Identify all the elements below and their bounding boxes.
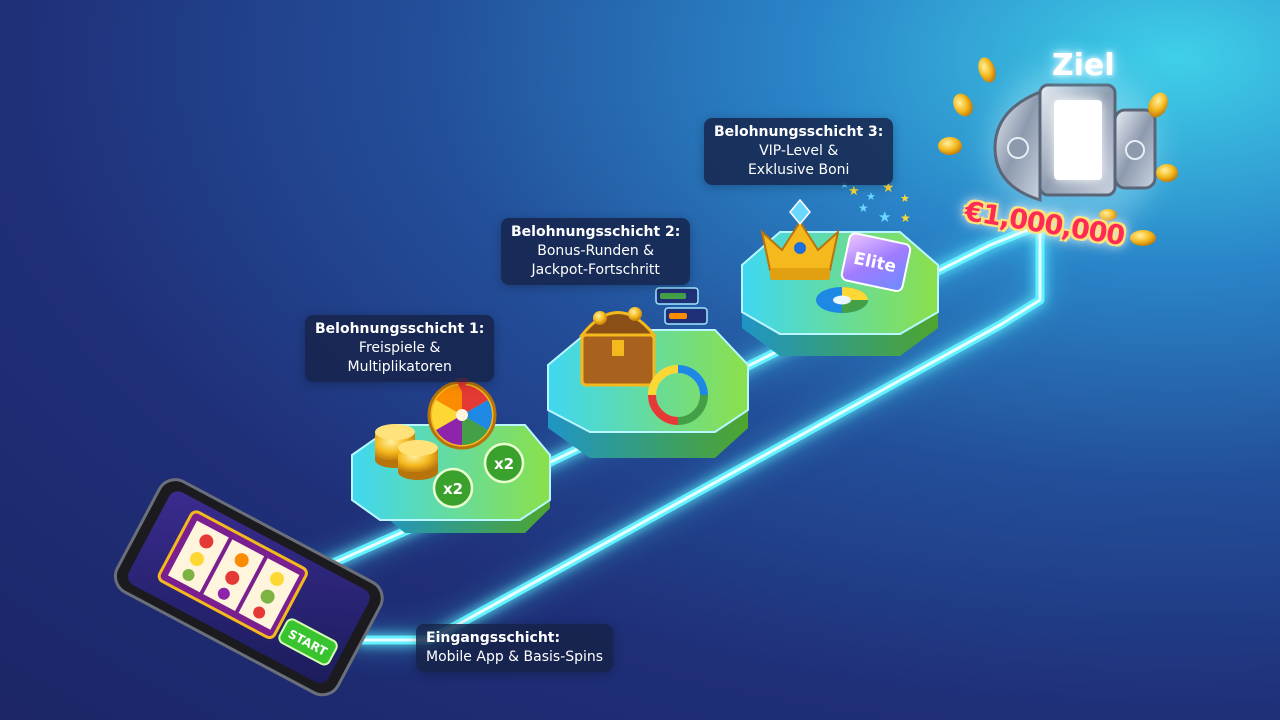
label-line: Freispiele &	[358, 340, 441, 356]
elite-card-icon: Elite	[840, 232, 912, 293]
pie-chart-icon	[816, 287, 868, 313]
label-title: Eingangsschicht:	[426, 630, 561, 646]
svg-text:★: ★	[858, 201, 869, 215]
label-line: Mobile App & Basis-Spins	[426, 649, 604, 665]
slot-reels-icon	[157, 510, 308, 640]
label-title: Belohnungsschicht 3:	[714, 124, 884, 140]
svg-text:★: ★	[840, 180, 849, 191]
progress-ring-icon	[648, 365, 708, 425]
vault-door-icon	[993, 83, 1157, 203]
multiplier-badge-label: x2	[494, 455, 514, 473]
label-line: VIP-Level &	[759, 143, 839, 159]
smartphone-icon: START	[113, 478, 384, 697]
treasure-chest-icon	[578, 307, 658, 387]
svg-text:★: ★	[900, 192, 910, 205]
svg-text:★: ★	[848, 184, 860, 199]
crown-icon	[760, 198, 840, 280]
label-entry: Eingangsschicht: Mobile App & Basis-Spin…	[416, 624, 614, 672]
label-layer2: Belohnungsschicht 2: Bonus-Runden & Jack…	[501, 218, 691, 285]
goal-title: Ziel	[1052, 48, 1115, 83]
label-title: Belohnungsschicht 1:	[315, 321, 485, 337]
label-title: Belohnungsschicht 2:	[511, 224, 681, 240]
svg-text:★: ★	[900, 211, 911, 225]
svg-text:★: ★	[866, 190, 876, 203]
coin-icon	[938, 57, 1178, 246]
bonus-wheel-icon	[427, 378, 497, 450]
label-line: Multiplikatoren	[347, 359, 452, 375]
label-line: Bonus-Runden &	[537, 243, 655, 259]
star-icon: ★ ★ ★ ★ ★ ★ ★ ★	[840, 180, 911, 226]
multiplier-badge-icon: x2 x2	[432, 442, 525, 509]
label-layer3: Belohnungsschicht 3: VIP-Level & Exklusi…	[704, 118, 894, 185]
coin-stack-icon	[375, 424, 438, 480]
label-layer1: Belohnungsschicht 1: Freispiele & Multip…	[305, 315, 495, 382]
multiplier-badge-label: x2	[443, 480, 463, 498]
label-line: Jackpot-Fortschritt	[531, 262, 660, 278]
label-line: Exklusive Boni	[747, 162, 850, 178]
progress-card-icon	[655, 287, 708, 325]
svg-text:★: ★	[878, 208, 891, 226]
